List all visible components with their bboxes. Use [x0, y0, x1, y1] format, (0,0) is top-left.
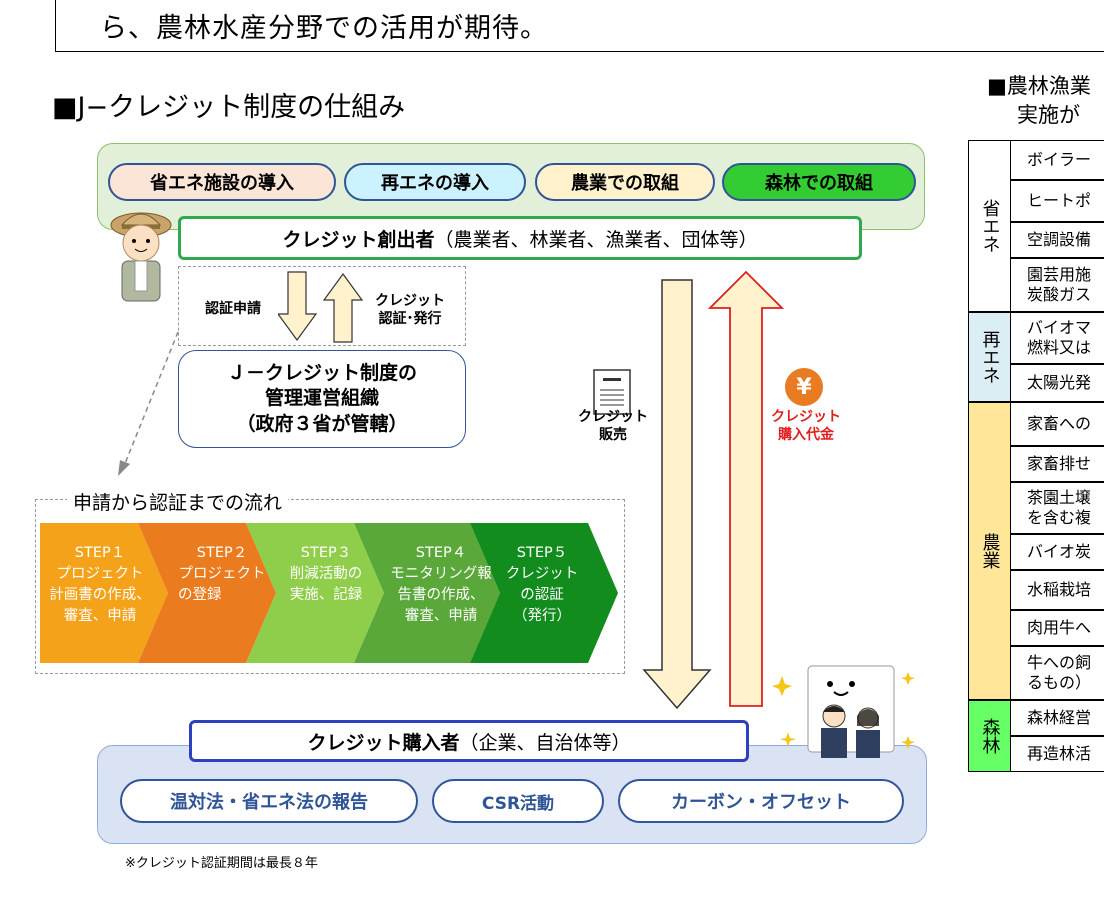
sale-label-line2: 販売 [599, 427, 627, 444]
step-3-chevron [246, 523, 384, 663]
step-4-chevron [354, 523, 500, 663]
issue-label: クレジット 認証･発行 [375, 292, 445, 328]
credit-creator-box: クレジット創出者 （農業者、林業者、漁業者、団体等） [178, 216, 862, 260]
dashed-connector-arrow [118, 331, 179, 476]
table-row: 茶園土壌を含む複 [1011, 482, 1104, 534]
table-category-1: 省エネ [968, 140, 1011, 312]
creator-label: クレジット創出者 [282, 228, 435, 251]
step-1-line2: プロジェクト [56, 566, 144, 583]
application-label: 認証申請 [205, 301, 261, 317]
document-icon [593, 369, 631, 415]
activity-forest: 森林での取組 [722, 163, 916, 201]
issue-label-line1: クレジット [375, 293, 445, 309]
table-row: バイオ炭 [1011, 534, 1104, 570]
step-1-line3: 計画書の作成、 [49, 587, 151, 604]
farmer-illustration [110, 212, 172, 302]
step-3-line3: 実施、記録 [289, 587, 363, 604]
table-row: 森林経営 [1011, 700, 1104, 736]
step-5-line4: （発行） [513, 608, 571, 625]
application-box [178, 266, 466, 346]
payment-label-line2: 購入代金 [778, 427, 834, 444]
step-1-line4: 審査、申請 [63, 608, 137, 625]
use-report: 温対法・省エネ法の報告 [120, 779, 418, 823]
use-carbon-offset: カーボン・オフセット [618, 779, 904, 823]
section-title: ■J−クレジット制度の仕組み [52, 92, 406, 123]
table-title-line2: 実施が [1017, 103, 1080, 128]
sale-label-line1: クレジット [578, 409, 648, 425]
buyer-detail: （企業、自治体等） [459, 731, 631, 754]
transaction-arrows [642, 270, 785, 710]
step-2-line3: の登録 [178, 587, 222, 604]
payment-label: クレジット 購入代金 [770, 408, 842, 444]
step-4-line1: STEP４ [415, 545, 467, 561]
step-4-text: STEP４ モニタリング報 告書の作成、 審査、申請 [386, 543, 496, 627]
buyers-illustration [772, 665, 915, 758]
table-row: 肉用牛へ [1011, 610, 1104, 646]
table-row: バイオマ燃料又は [1011, 312, 1104, 364]
flow-box [35, 499, 625, 674]
step-1-line1: STEP１ [74, 545, 126, 561]
table-category-2: 再エネ [968, 312, 1011, 402]
footnote: ※クレジット認証期間は最長８年 [125, 856, 318, 871]
step-2-text: STEP２ プロジェクト の登録 [172, 543, 272, 606]
table-row: ボイラー [1011, 140, 1104, 180]
step-4-line2: モニタリング報 [390, 566, 492, 583]
table-row: ヒートポ [1011, 180, 1104, 222]
admin-line1: Ｊ－クレジット制度の [226, 361, 417, 384]
admin-line3: （政府３省が管轄） [236, 412, 408, 435]
table-row: 空調設備 [1011, 222, 1104, 258]
table-row: 再造林活 [1011, 736, 1104, 772]
activity-renewable: 再エネの導入 [344, 163, 526, 201]
step-2-line1: STEP２ [196, 545, 248, 561]
yen-coin-icon: ¥ [785, 368, 823, 406]
table-row: 太陽光発 [1011, 364, 1104, 402]
payment-label-line1: クレジット [771, 409, 841, 425]
admin-line2: 管理運営組織 [264, 387, 379, 410]
step-4-line3: 告書の作成、 [397, 587, 485, 604]
issue-label-line2: 認証･発行 [378, 311, 442, 328]
step-1-text: STEP１ プロジェクト 計画書の作成、 審査、申請 [49, 543, 151, 627]
step-5-line1: STEP５ [516, 545, 568, 561]
step-3-line2: 削減活動の [289, 566, 363, 583]
buyer-label: クレジット購入者 [307, 731, 460, 754]
activity-agriculture: 農業での取組 [535, 163, 715, 201]
application-arrows [278, 271, 364, 343]
step-3-text: STEP３ 削減活動の 実施、記録 [276, 543, 376, 606]
step-2-line2: プロジェクト [178, 566, 266, 583]
credit-buyer-box: クレジット購入者 （企業、自治体等） [189, 720, 749, 762]
flow-title: 申請から認証までの流れ [67, 488, 289, 515]
table-category-3: 農業 [968, 402, 1011, 700]
activity-energy-saving: 省エネ施設の導入 [108, 163, 336, 201]
use-csr: CSR活動 [432, 779, 604, 823]
step-5-line3: の認証 [520, 587, 564, 604]
step-5-text: STEP５ クレジット の認証 （発行） [492, 543, 592, 627]
step-2-chevron [138, 523, 276, 663]
table-title-line1: ■農林漁業 [987, 74, 1091, 98]
step-3-line1: STEP３ [300, 545, 352, 561]
table-row: 園芸用施炭酸ガス [1011, 258, 1104, 312]
step-4-line4: 審査、申請 [404, 608, 478, 625]
intro-box [55, 0, 1104, 52]
table-row: 家畜への [1011, 402, 1104, 446]
admin-organization-box: Ｊ－クレジット制度の 管理運営組織 （政府３省が管轄） [178, 350, 466, 448]
step-chevrons [40, 523, 618, 663]
table-row: 水稲栽培 [1011, 570, 1104, 610]
step-1-chevron [40, 523, 168, 663]
table-row: 家畜排せ [1011, 446, 1104, 482]
step-5-chevron [470, 523, 618, 663]
table-category-4: 森林 [968, 700, 1011, 772]
sale-label: クレジット 販売 [577, 408, 649, 444]
table-row: 牛への飼るもの） [1011, 646, 1104, 700]
intro-text: ら、農林水産分野での活用が期待。 [100, 13, 548, 44]
creator-detail: （農業者、林業者、漁業者、団体等） [434, 228, 758, 251]
table-title: ■農林漁業 実施が [987, 72, 1091, 131]
step-5-line2: クレジット [505, 566, 579, 583]
